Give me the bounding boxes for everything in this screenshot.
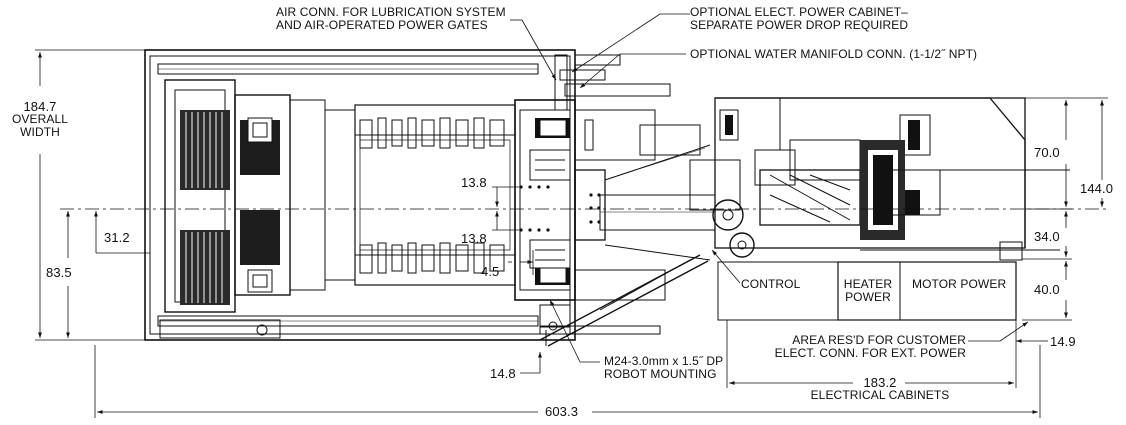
electrical-cabinets-label: 183.2 ELECTRICAL CABINETS bbox=[780, 376, 980, 402]
area-res-line1: AREA RES'D FOR CUSTOMER bbox=[792, 333, 966, 347]
robot-mounting-arm bbox=[539, 254, 709, 347]
heater-line1: HEATER bbox=[843, 277, 893, 291]
dim-144-0: 144.0 bbox=[1080, 181, 1114, 196]
dim-14-8: 14.8 bbox=[490, 366, 516, 381]
electrical-cabinets-text: ELECTRICAL CABINETS bbox=[810, 388, 950, 402]
overall-width-line1: OVERALL bbox=[11, 112, 69, 126]
dim-40-0: 40.0 bbox=[1034, 282, 1060, 297]
overall-width-label: 184.7 OVERALL WIDTH bbox=[6, 100, 74, 139]
heater-line2: POWER bbox=[845, 290, 891, 304]
dim-70-0: 70.0 bbox=[1034, 145, 1060, 160]
robot-line1: M24-3.0mm x 1.5˝ DP bbox=[604, 354, 724, 368]
opt-elect-line1: OPTIONAL ELECT. POWER CABINET– bbox=[690, 5, 908, 19]
air-conn-line1: AIR CONN. FOR LUBRICATION SYSTEM bbox=[276, 5, 506, 19]
dim-14-9: 14.9 bbox=[1050, 334, 1076, 349]
robot-mounting-label: M24-3.0mm x 1.5˝ DP ROBOT MOUNTING bbox=[604, 355, 723, 381]
clamp-unit bbox=[144, 49, 671, 346]
dim-4-5: 4.5 bbox=[481, 264, 500, 279]
dim-603-3: 603.3 bbox=[545, 404, 579, 419]
area-reserved-label: AREA RES'D FOR CUSTOMER ELECT. CONN. FOR… bbox=[770, 334, 966, 360]
area-res-line2: ELECT. CONN. FOR EXT. POWER bbox=[774, 346, 966, 360]
air-conn-label: AIR CONN. FOR LUBRICATION SYSTEM AND AIR… bbox=[276, 6, 508, 32]
air-conn-line2: AND AIR-OPERATED POWER GATES bbox=[276, 18, 488, 32]
robot-line2: ROBOT MOUNTING bbox=[604, 367, 717, 381]
opt-elect-line2: SEPARATE POWER DROP REQUIRED bbox=[690, 18, 909, 32]
overall-width-value: 184.7 bbox=[23, 99, 57, 114]
dim-34-0: 34.0 bbox=[1034, 229, 1060, 244]
dim-13-8-top: 13.8 bbox=[461, 175, 487, 190]
dim-83-5: 83.5 bbox=[46, 265, 72, 280]
overall-width-line2: WIDTH bbox=[20, 125, 60, 139]
opt-water-label: OPTIONAL WATER MANIFOLD CONN. (1-1/2˝ NP… bbox=[690, 47, 978, 61]
injection-unit bbox=[712, 97, 1070, 321]
control-label: CONTROL bbox=[741, 277, 801, 291]
heater-power-label: HEATER POWER bbox=[838, 278, 898, 304]
motor-power-label: MOTOR POWER bbox=[912, 277, 1007, 291]
dim-31-2: 31.2 bbox=[104, 230, 130, 245]
opt-elect-label: OPTIONAL ELECT. POWER CABINET– SEPARATE … bbox=[690, 6, 908, 32]
dim-13-8-bottom: 13.8 bbox=[461, 231, 487, 246]
dim-183-2: 183.2 bbox=[863, 375, 897, 390]
